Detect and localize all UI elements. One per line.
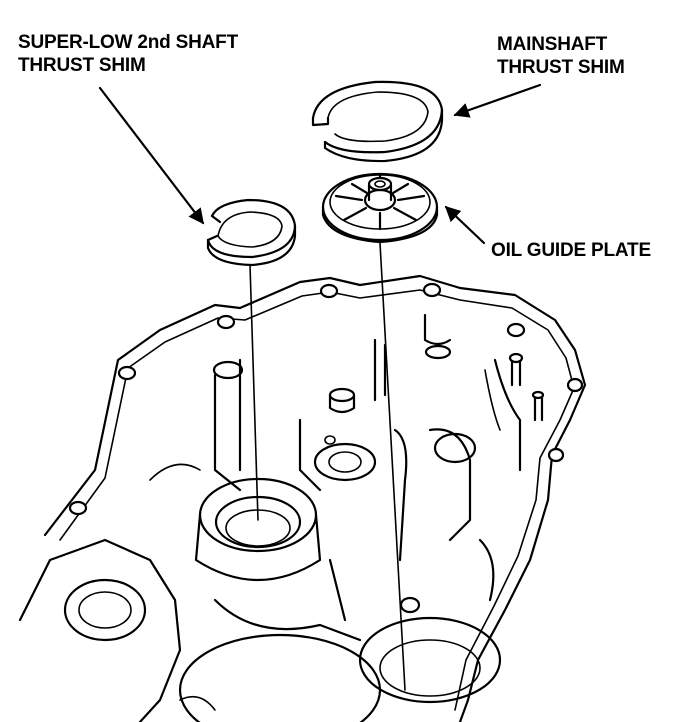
mainshaft-shim-label-line2: THRUST SHIM	[497, 57, 625, 78]
alignment-lines	[249, 242, 406, 691]
mainshaft-leader-arrow	[453, 83, 542, 118]
superlow-shaft-bore	[194, 477, 322, 582]
mainshaft-thrust-shim	[311, 80, 444, 163]
superlow-leader-arrow	[98, 86, 205, 225]
oil-guide-leader-arrow	[444, 205, 486, 245]
oil-guide-plate	[321, 172, 439, 244]
superlow-shim-label: SUPER-LOW 2nd SHAFT THRUST SHIM	[18, 31, 238, 77]
superlow-thrust-shim	[206, 198, 297, 267]
oil-guide-plate-label: OIL GUIDE PLATE	[491, 240, 651, 261]
mainshaft-shim-label-line1: MAINSHAFT	[497, 34, 608, 55]
transmission-housing	[18, 274, 587, 722]
flange-bolt-holes	[68, 282, 584, 516]
mainshaft-shim-label: MAINSHAFT THRUST SHIM	[497, 33, 625, 79]
superlow-shim-label-line1: SUPER-LOW 2nd SHAFT	[18, 32, 238, 53]
leader-arrows	[98, 83, 542, 245]
superlow-shim-label-line2: THRUST SHIM	[18, 55, 146, 76]
